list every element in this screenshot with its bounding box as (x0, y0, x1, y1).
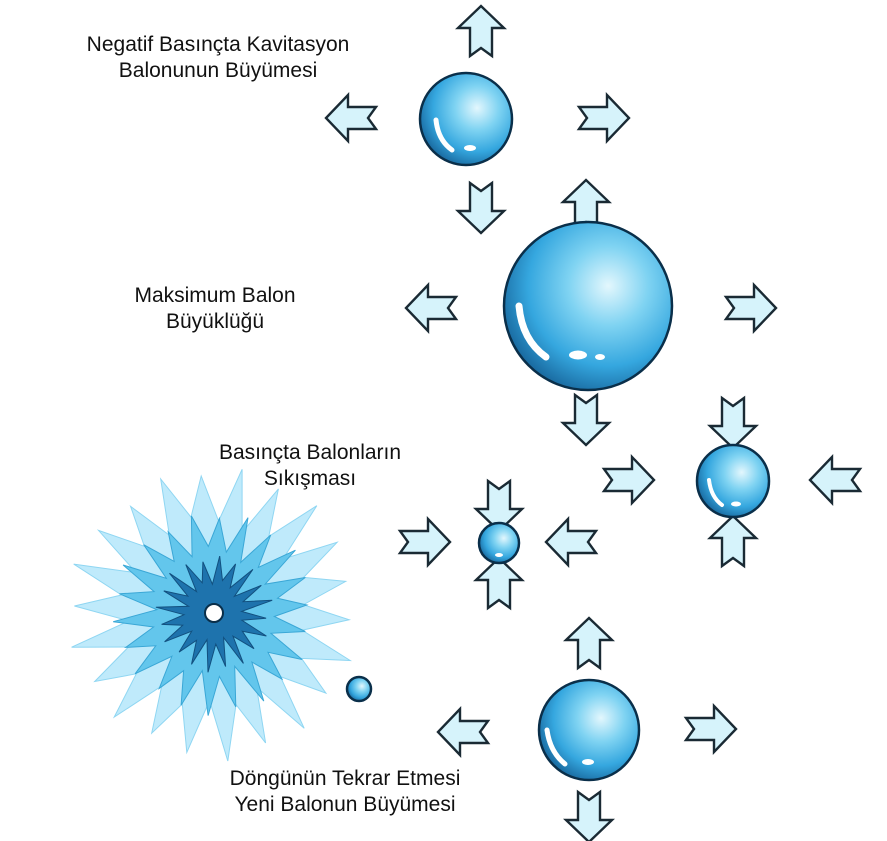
label-growth: Negatif Basınçta Kavitasyon Balonunun Bü… (8, 32, 428, 84)
bubble-small-compressed (477, 521, 521, 565)
arrow-left-icon (404, 283, 458, 333)
label-maximum: Maksimum Balon Büyüklüğü (110, 283, 320, 335)
arrow-right-icon (398, 517, 452, 567)
implosion-burst (71, 469, 353, 762)
label-compression: Basınçta Balonların Sıkışması (160, 440, 460, 492)
compressed-bubble-stage (602, 396, 862, 568)
arrow-down-icon (564, 790, 614, 841)
arrow-left-icon (324, 93, 378, 143)
label-maximum-line2: Büyüklüğü (165, 310, 265, 333)
label-compression-line1: Basınçta Balonların (218, 441, 402, 464)
label-repeat: Döngünün Tekrar Etmesi Yeni Balonun Büyü… (160, 766, 530, 818)
repeat-stage (436, 616, 738, 841)
arrow-up-icon (708, 514, 758, 568)
arrow-down-icon (456, 181, 506, 235)
growth-stage (324, 4, 631, 235)
label-growth-line2: Balonunun Büyümesi (118, 59, 318, 82)
arrow-right-icon (684, 704, 738, 754)
arrow-right-icon (724, 283, 778, 333)
bubble-new (537, 678, 641, 782)
label-repeat-line2: Yeni Balonun Büyümesi (234, 793, 456, 816)
label-compression-line2: Sıkışması (263, 467, 357, 490)
label-repeat-line1: Döngünün Tekrar Etmesi (229, 767, 461, 790)
arrow-left-icon (808, 455, 862, 505)
label-maximum-line1: Maksimum Balon (134, 284, 296, 307)
arrow-up-icon (564, 616, 614, 670)
arrow-down-icon (561, 393, 611, 447)
arrow-down-icon (708, 396, 758, 450)
bubble-compressed (695, 443, 771, 519)
arrow-right-icon (577, 93, 631, 143)
arrow-left-icon (544, 517, 598, 567)
arrow-up-icon (456, 4, 506, 58)
label-growth-line1: Negatif Basınçta Kavitasyon (86, 33, 350, 56)
bubble-maximum (502, 220, 674, 392)
arrow-right-icon (602, 455, 656, 505)
small-compressed-stage (398, 479, 598, 610)
tiny-bubble (345, 675, 373, 703)
arrow-up-icon (474, 556, 524, 610)
bubble-growth (418, 71, 514, 167)
max-stage (404, 178, 778, 447)
arrow-left-icon (436, 707, 490, 757)
